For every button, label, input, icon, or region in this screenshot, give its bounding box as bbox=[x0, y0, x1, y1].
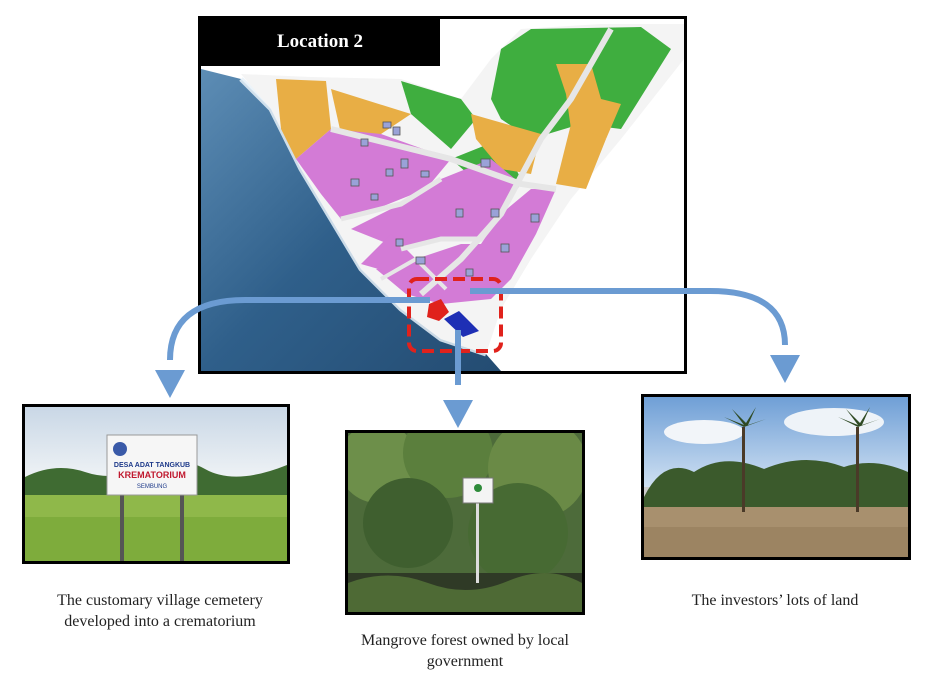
sign-line-1: DESA ADAT TANGKUB bbox=[114, 462, 190, 469]
arrow-to-cemetery bbox=[167, 297, 430, 361]
sea-area bbox=[201, 69, 501, 371]
sign-line-2: KREMATORIUM bbox=[118, 470, 186, 480]
palm-trunk bbox=[742, 427, 745, 512]
location-map bbox=[198, 16, 687, 374]
commercial-zone-5 bbox=[556, 124, 606, 189]
location-title: Location 2 bbox=[200, 18, 440, 66]
palm-trunk-2 bbox=[856, 427, 859, 512]
commercial-zone-3 bbox=[471, 114, 541, 174]
caption-cemetery: The customary village cemetery developed… bbox=[57, 592, 263, 630]
commercial-zone-4 bbox=[556, 64, 621, 139]
mangrove-parcel bbox=[444, 311, 479, 337]
caption-investor-land: The investors’ lots of land bbox=[691, 592, 859, 609]
road-4 bbox=[419, 27, 614, 297]
green-zone bbox=[401, 81, 476, 149]
residential-zone-4 bbox=[361, 234, 416, 274]
sign-post-2 bbox=[180, 487, 184, 561]
sign-line-3: SEMBUNG bbox=[137, 484, 168, 490]
road-2 bbox=[340, 176, 443, 222]
focus-box bbox=[407, 277, 503, 353]
arrowhead-investor bbox=[770, 355, 800, 383]
arrowhead-cemetery bbox=[155, 370, 185, 398]
commercial-zone-1 bbox=[276, 79, 331, 159]
mangrove-sign-post bbox=[476, 503, 479, 583]
map-graphic bbox=[201, 24, 684, 371]
photo-investor-land bbox=[641, 394, 911, 560]
sign-post bbox=[120, 487, 124, 561]
residential-zone-3 bbox=[376, 189, 556, 304]
photo-mangrove bbox=[345, 430, 585, 615]
buildings bbox=[350, 121, 540, 277]
mangrove-sign bbox=[462, 477, 494, 504]
arrow-to-investor bbox=[470, 288, 788, 346]
photo-cemetery: DESA ADAT TANGKUB KREMATORIUM SEMBUNG bbox=[22, 404, 290, 564]
residential-zone-2 bbox=[351, 159, 521, 249]
crematorium-parcel bbox=[427, 299, 449, 321]
arrowhead-mangrove bbox=[443, 400, 473, 428]
road bbox=[330, 126, 557, 192]
caption-mangrove: Mangrove forest owned by local governmen… bbox=[361, 632, 569, 670]
